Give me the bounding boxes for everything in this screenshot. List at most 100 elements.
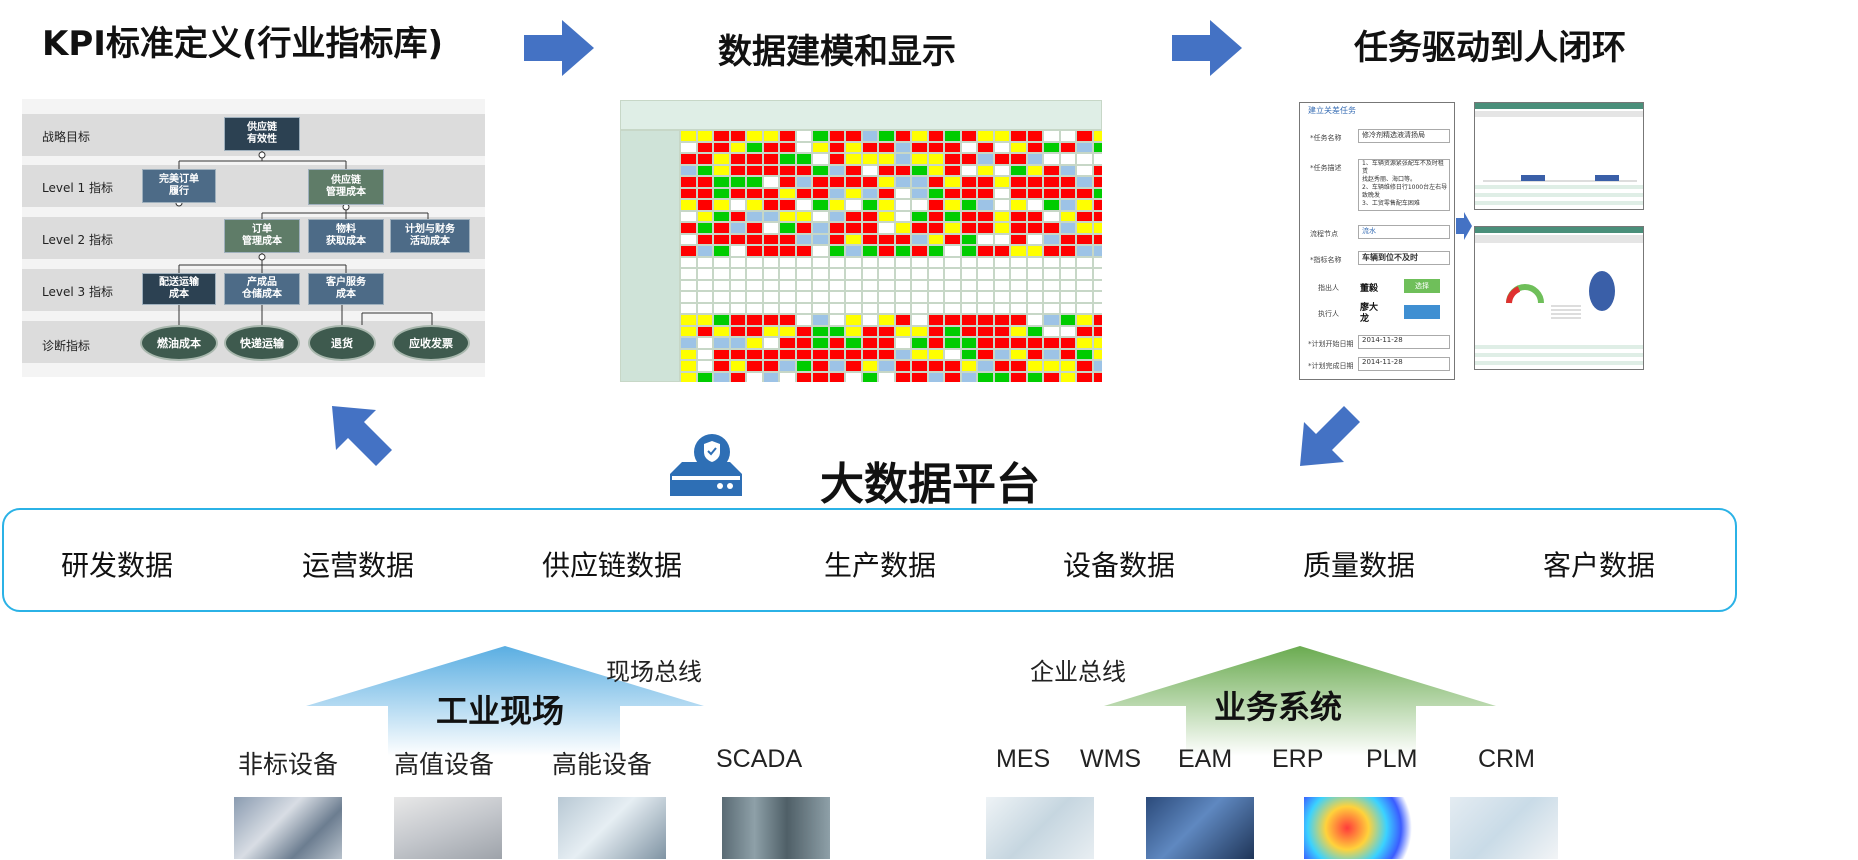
heatmap-cell	[878, 360, 895, 372]
heatmap-cell	[944, 153, 961, 165]
heatmap-cell	[993, 233, 1010, 245]
heatmap-cell	[1059, 222, 1076, 234]
heatmap-cell	[812, 210, 829, 222]
heatmap-cell	[1043, 325, 1060, 337]
heatmap-cell	[1026, 325, 1043, 337]
heatmap-cell	[696, 302, 713, 314]
heatmap-cell	[861, 153, 878, 165]
heatmap-cell	[779, 176, 796, 188]
heatmap-cell	[746, 153, 763, 165]
heatmap-cell	[779, 130, 796, 142]
heatmap-cell	[861, 314, 878, 326]
heatmap-cell	[1043, 302, 1060, 314]
heatmap-cell	[828, 268, 845, 280]
end-date-input[interactable]: 2014-11-28	[1358, 357, 1450, 371]
heatmap-cell	[779, 153, 796, 165]
heatmap-cell	[845, 268, 862, 280]
process-node-select[interactable]: 流水	[1358, 225, 1450, 239]
heatmap-cell	[812, 141, 829, 153]
heatmap-cell	[696, 141, 713, 153]
heatmap-cell	[713, 222, 730, 234]
task-description-textarea[interactable]: 1、车辆资源紧张配车不及时租赁 找赵秀丽、海口等。 2、车辆维修日行1000台左…	[1358, 159, 1450, 211]
heatmap-cell	[894, 256, 911, 268]
heatmap-cell	[696, 360, 713, 372]
heatmap-cell	[1026, 176, 1043, 188]
heatmap-cell	[1010, 222, 1027, 234]
heatmap-cell	[861, 187, 878, 199]
heatmap-cell	[1092, 348, 1102, 360]
heatmap-cell	[779, 291, 796, 303]
heatmap-cell	[878, 187, 895, 199]
task-name-input[interactable]: 修冷剂精选液清扬局	[1358, 129, 1450, 143]
heatmap-cell	[861, 245, 878, 257]
heatmap-cell	[729, 233, 746, 245]
heatmap-cell	[762, 360, 779, 372]
heatmap-cell	[696, 279, 713, 291]
heatmap-cell	[680, 153, 697, 165]
heatmap-cell	[1043, 256, 1060, 268]
data-modeling-heatmap	[620, 100, 1102, 382]
heatmap-cell	[1010, 245, 1027, 257]
heatmap-cell	[845, 291, 862, 303]
heatmap-cell	[828, 314, 845, 326]
heatmap-cell	[812, 371, 829, 382]
heatmap-cell	[680, 302, 697, 314]
heatmap-cell	[861, 268, 878, 280]
heatmap-cell	[960, 199, 977, 211]
select-person-button[interactable]: 选择	[1404, 279, 1440, 293]
heatmap-cell	[713, 245, 730, 257]
heatmap-cell	[911, 141, 928, 153]
heatmap-cell	[812, 337, 829, 349]
heatmap-cell	[746, 141, 763, 153]
data-source-item: 运营数据	[302, 549, 415, 582]
heatmap-cell	[960, 291, 977, 303]
heatmap-cell	[828, 176, 845, 188]
heatmap-cell	[944, 268, 961, 280]
data-sources-box	[2, 508, 1737, 612]
dashboard-bar-chart-panel	[1474, 102, 1644, 210]
heatmap-cell	[1043, 210, 1060, 222]
heatmap-cell	[1059, 176, 1076, 188]
heatmap-cell	[845, 337, 862, 349]
executor-button[interactable]	[1404, 305, 1440, 319]
heatmap-cell	[713, 187, 730, 199]
heatmap-cell	[894, 141, 911, 153]
heatmap-cell	[1010, 279, 1027, 291]
heatmap-cell	[878, 291, 895, 303]
heatmap-cell	[927, 210, 944, 222]
heatmap-cell	[779, 337, 796, 349]
system-label: MES	[996, 745, 1051, 773]
heatmap-cell	[960, 314, 977, 326]
heatmap-cell	[713, 153, 730, 165]
heatmap-cell	[1092, 233, 1102, 245]
indicator-select[interactable]: 车辆到位不及时	[1358, 251, 1450, 265]
heatmap-cell	[944, 325, 961, 337]
heatmap-cell	[779, 360, 796, 372]
heatmap-cell	[845, 187, 862, 199]
heatmap-cell	[746, 130, 763, 142]
heatmap-cell	[1092, 371, 1102, 382]
heatmap-cell	[828, 348, 845, 360]
heatmap-cell	[861, 164, 878, 176]
heatmap-cell	[1043, 360, 1060, 372]
heatmap-cell	[993, 187, 1010, 199]
heatmap-cell	[779, 256, 796, 268]
heatmap-cell	[861, 199, 878, 211]
heatmap-cell	[1076, 222, 1093, 234]
heatmap-cell	[1092, 256, 1102, 268]
heatmap-cell	[878, 222, 895, 234]
heatmap-cell	[960, 268, 977, 280]
heatmap-cell	[1092, 164, 1102, 176]
heatmap-cell	[696, 153, 713, 165]
heatmap-cell	[1076, 325, 1093, 337]
start-date-input[interactable]: 2014-11-28	[1358, 335, 1450, 349]
heatmap-cell	[828, 256, 845, 268]
heatmap-cell	[878, 233, 895, 245]
heatmap-cell	[680, 187, 697, 199]
heatmap-cell	[779, 325, 796, 337]
big-data-platform-title: 大数据平台	[820, 459, 1040, 510]
heatmap-cell	[746, 176, 763, 188]
heatmap-cell	[1026, 187, 1043, 199]
heatmap-cell	[977, 199, 994, 211]
kpi-node-level3: 产成品 仓储成本	[224, 273, 300, 305]
